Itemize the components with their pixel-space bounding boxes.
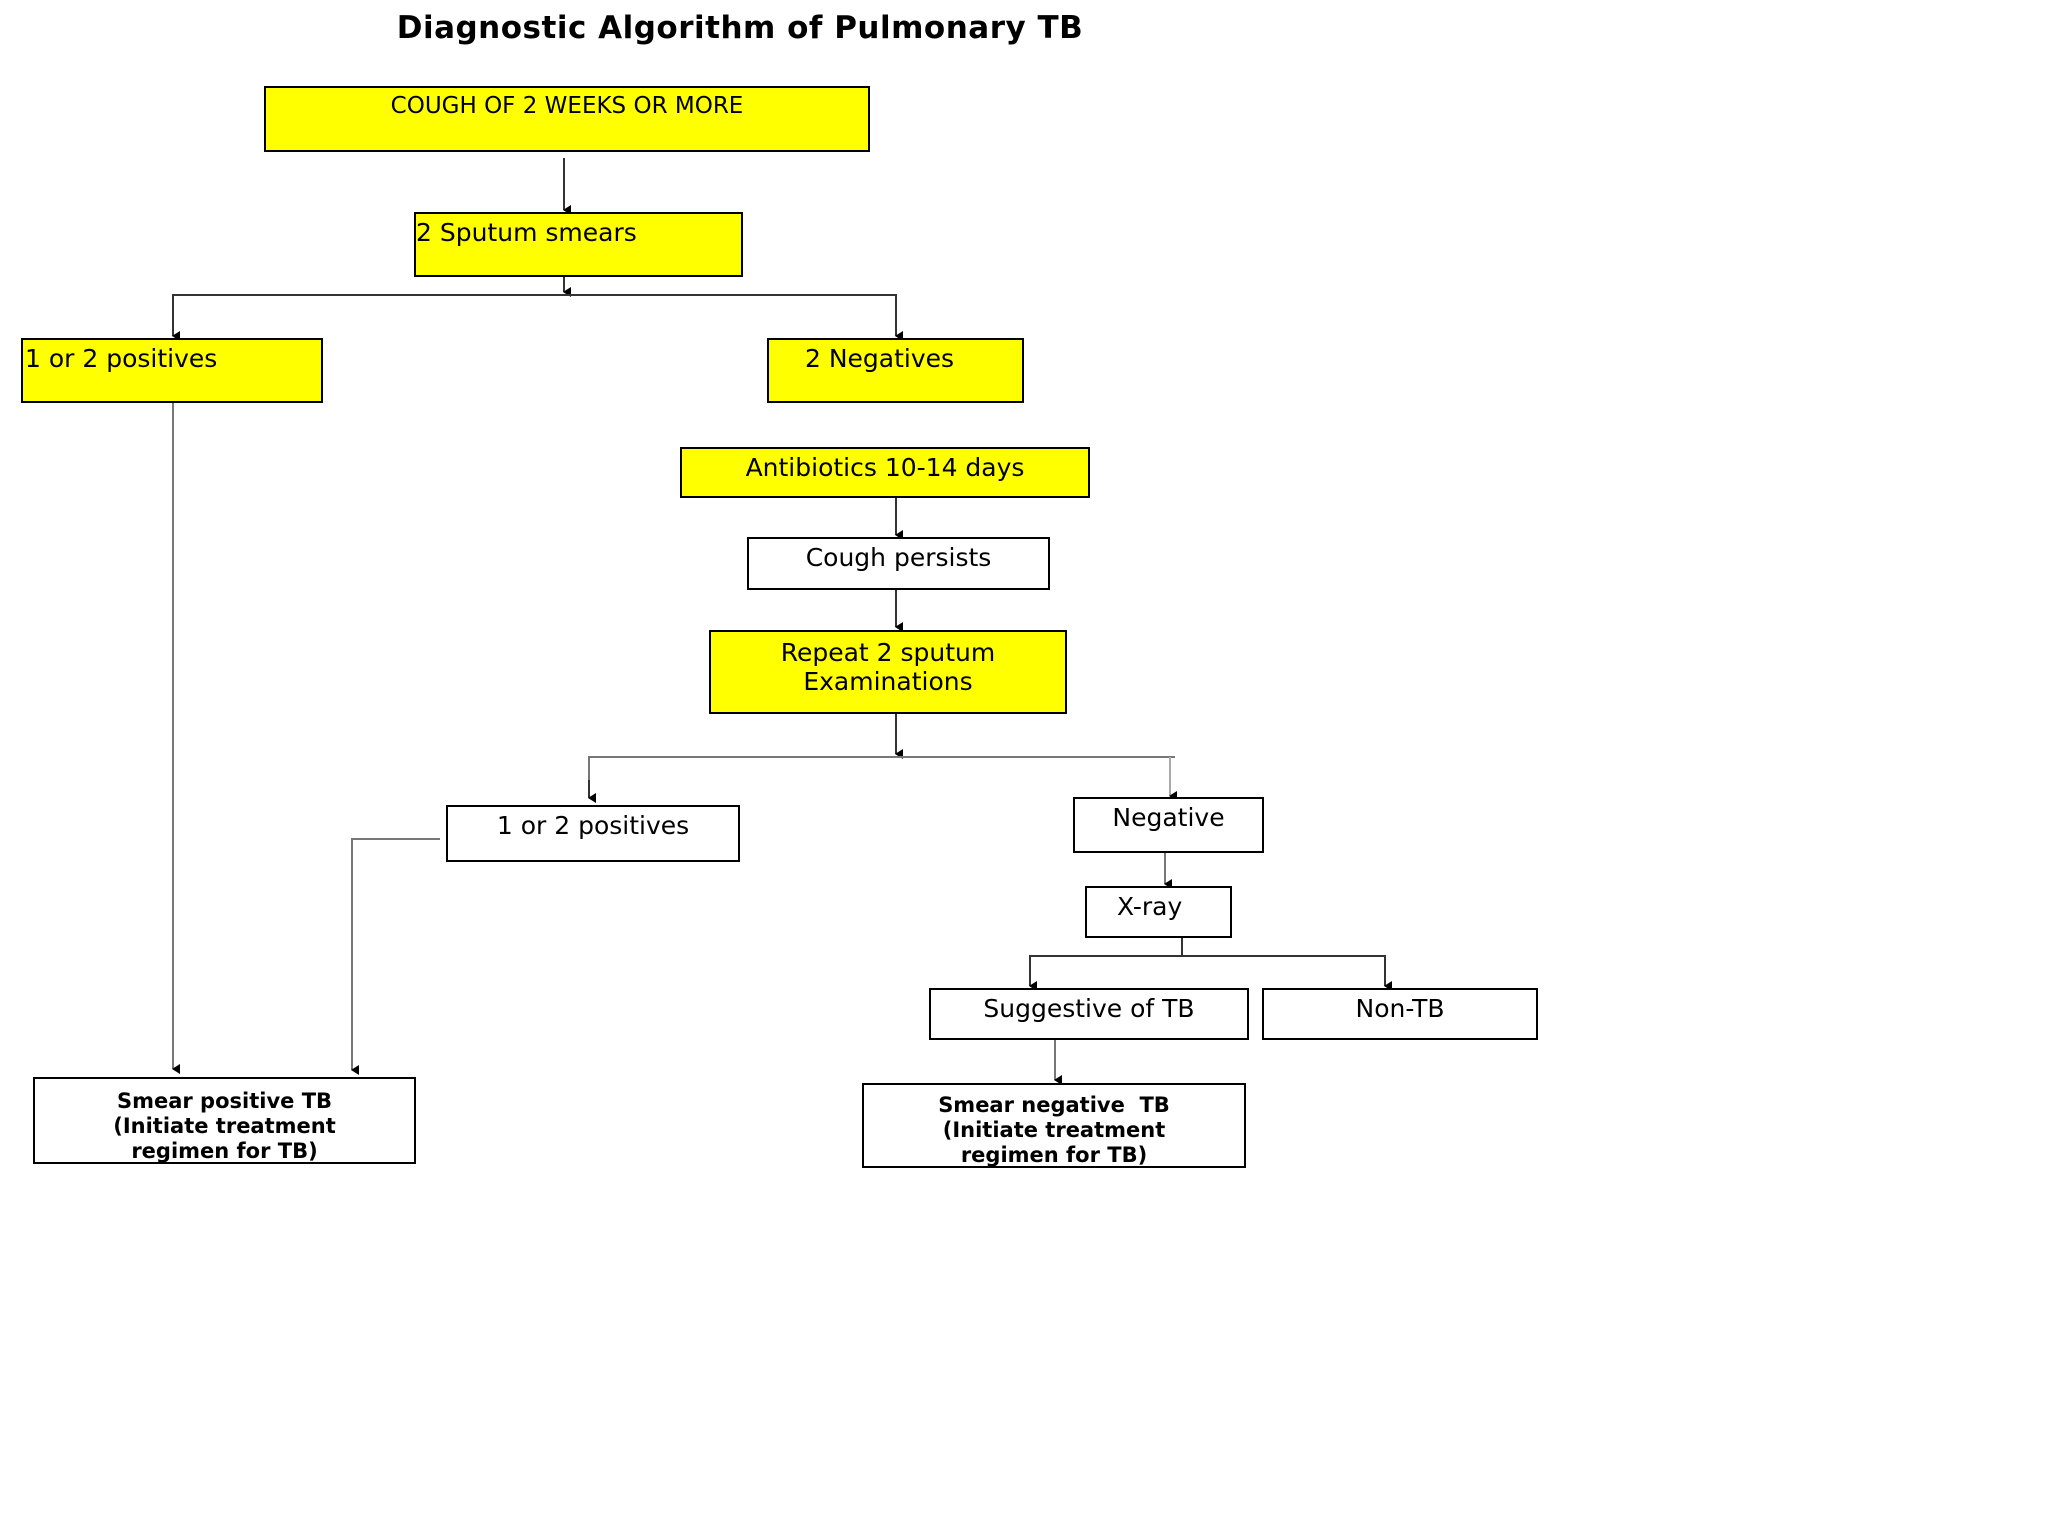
node-suggestive-tb-label: Suggestive of TB [983, 994, 1195, 1023]
node-cough-label: COUGH OF 2 WEEKS OR MORE [390, 93, 744, 119]
node-repeat-sputum-line-1: Repeat 2 sputum [780, 638, 996, 667]
node-cough-persists-label: Cough persists [805, 543, 992, 572]
node-smear-positive: Smear positive TB (Initiate treatment re… [33, 1077, 416, 1164]
node-repeat-sputum-line-2: Examinations [803, 667, 973, 696]
connector-positives-second-to-smear-positive [351, 838, 440, 1075]
node-sputum-smears-label: 2 Sputum smears [416, 218, 637, 247]
node-negative-second: Negative [1073, 797, 1264, 853]
node-antibiotics: Antibiotics 10-14 days [680, 447, 1090, 498]
node-positives-second: 1 or 2 positives [446, 805, 740, 862]
node-smear-negative-line-2: (Initiate treatment [942, 1118, 1166, 1142]
node-negative-second-label: Negative [1112, 803, 1225, 832]
node-smear-negative-line-3: regimen for TB) [960, 1143, 1148, 1167]
node-xray-label: X-ray [1117, 892, 1183, 921]
connector-first-split [172, 294, 897, 334]
diagram-title: Diagnostic Algorithm of Pulmonary TB [396, 10, 1084, 46]
node-smear-positive-line-3: regimen for TB) [131, 1139, 318, 1163]
node-positives-first: 1 or 2 positives [21, 338, 323, 403]
node-negatives-first-label: 2 Negatives [805, 344, 955, 373]
node-non-tb-label: Non-TB [1355, 994, 1445, 1023]
node-cough-persists: Cough persists [747, 537, 1050, 590]
node-suggestive-tb: Suggestive of TB [929, 988, 1249, 1040]
node-smear-positive-line-2: (Initiate treatment [113, 1114, 336, 1138]
connector-second-split [588, 756, 1175, 796]
node-xray: X-ray [1085, 886, 1232, 938]
node-antibiotics-label: Antibiotics 10-14 days [745, 453, 1025, 482]
connector-third-split [1029, 955, 1386, 975]
connector-layer [172, 158, 1392, 1085]
node-positives-second-label: 1 or 2 positives [496, 811, 690, 840]
node-smear-negative: Smear negative TB (Initiate treatment re… [862, 1083, 1246, 1168]
node-negatives-first: 2 Negatives [767, 338, 1024, 403]
node-cough: COUGH OF 2 WEEKS OR MORE [264, 86, 870, 152]
node-smear-negative-line-1: Smear negative TB [938, 1093, 1170, 1117]
node-smear-positive-line-1: Smear positive TB [116, 1089, 333, 1113]
node-positives-first-label: 1 or 2 positives [25, 344, 218, 373]
node-non-tb: Non-TB [1262, 988, 1538, 1040]
node-sputum-smears: 2 Sputum smears [414, 212, 743, 277]
node-repeat-sputum: Repeat 2 sputum Examinations [709, 630, 1067, 714]
